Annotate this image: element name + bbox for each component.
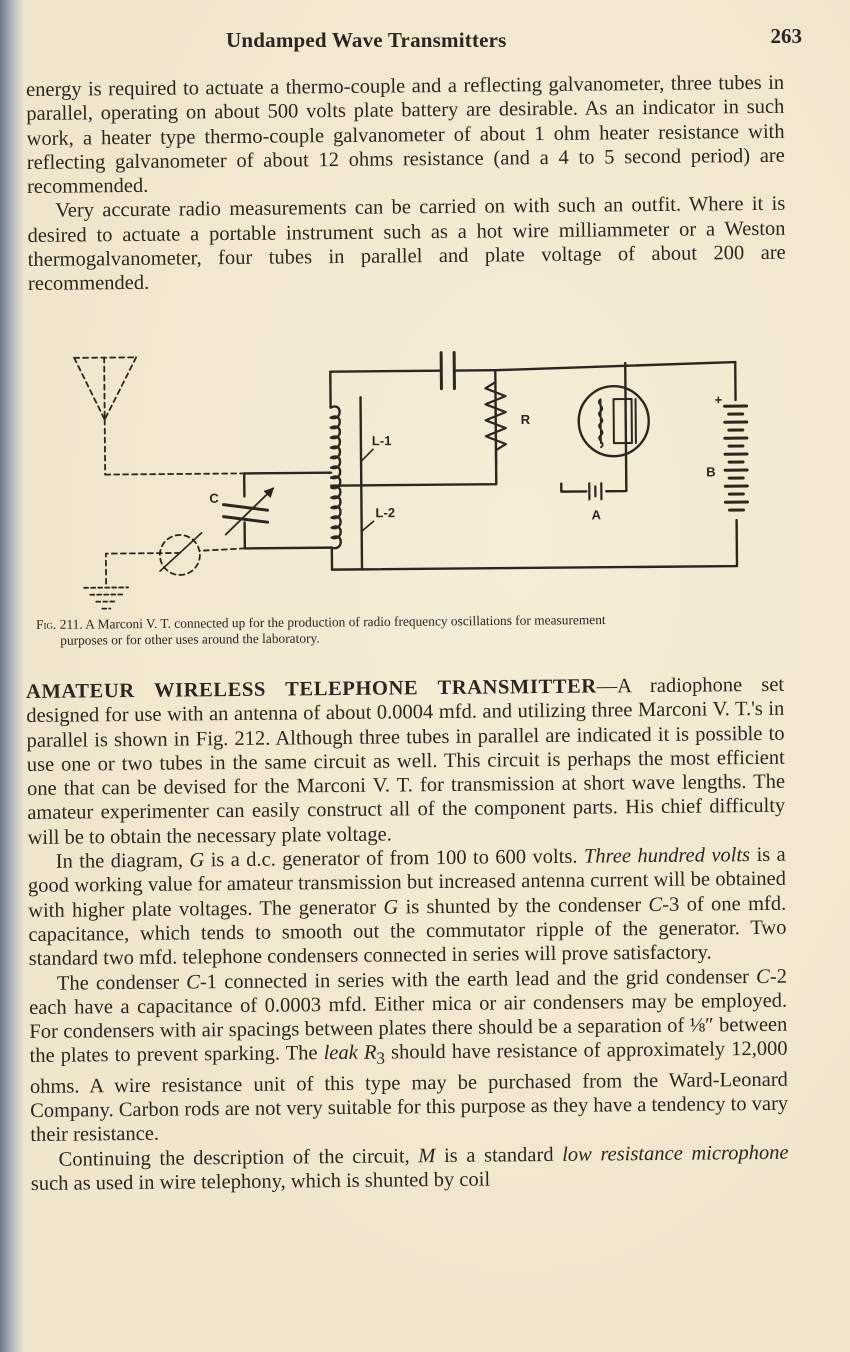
meter-needle xyxy=(159,531,203,572)
coil-l1-pointer xyxy=(360,448,374,463)
symbol-m: M xyxy=(418,1144,436,1167)
coil-l1-symbol xyxy=(329,405,342,480)
text-run: such as used in wire telephony, which is… xyxy=(30,1168,491,1196)
figure-caption: Fig. 211. A Marconi V. T. connected up f… xyxy=(36,610,806,649)
circuit-wires xyxy=(242,360,739,571)
emphasis-text: low resistance microphone xyxy=(562,1141,789,1166)
text-run: is shunted by the condenser xyxy=(398,893,649,919)
antenna-symbol xyxy=(73,356,246,476)
book-spine-shadow xyxy=(0,0,24,1352)
vacuum-tube-symbol xyxy=(577,384,650,458)
label-l2: L-2 xyxy=(375,505,395,520)
emphasis-text: leak xyxy=(323,1042,358,1065)
variable-condenser-symbol xyxy=(221,487,275,536)
resistor-symbol xyxy=(484,381,508,466)
text-run: is a standard xyxy=(435,1143,563,1167)
text-run: Continuing the description of the circui… xyxy=(58,1144,419,1171)
page-background xyxy=(24,0,850,1352)
circuit-diagram: C L-1 L-2 R A B + xyxy=(73,351,749,610)
figure-number: Fig. 211. xyxy=(36,616,83,632)
amateur-paragraph-2: In the diagram, G is a d.c. generator of… xyxy=(28,843,787,972)
filament-battery-a-symbol xyxy=(588,482,603,501)
ground-symbol xyxy=(83,586,130,610)
symbol-r: R xyxy=(363,1042,377,1065)
coil-l2-pointer xyxy=(360,520,375,533)
grid-condenser-symbol xyxy=(439,351,456,391)
text-run: The condenser xyxy=(56,971,187,995)
page-number: 263 xyxy=(770,24,803,48)
amateur-section: AMATEUR WIRELESS TELEPHONE TRANSMITTER—A… xyxy=(26,673,789,1197)
symbol-g: G xyxy=(383,896,399,919)
ground-lead-dashed xyxy=(104,534,246,587)
text-run: In the diagram, xyxy=(55,849,190,873)
running-title: Undamped Wave Transmitters xyxy=(226,28,507,52)
intro-paragraph-2: Very accurate radio measurements can be … xyxy=(27,193,786,296)
coil-l2-symbol xyxy=(330,475,342,550)
page-header: Undamped Wave Transmitters 263 xyxy=(30,24,802,58)
symbol-c: C xyxy=(756,965,770,988)
label-r: R xyxy=(521,412,531,427)
symbol-c: C xyxy=(186,970,201,994)
symbol-c: C xyxy=(648,893,663,916)
label-a: A xyxy=(591,507,601,522)
label-c: C xyxy=(209,491,219,506)
emphasis-text: Three hundred volts xyxy=(583,844,751,868)
amateur-paragraph-1: AMATEUR WIRELESS TELEPHONE TRANSMITTER—A… xyxy=(26,673,786,850)
intro-paragraph-1: energy is required to actuate a thermo-c… xyxy=(26,71,785,199)
label-b: B xyxy=(706,464,716,479)
plate-battery-b-symbol xyxy=(723,404,749,512)
symbol-g: G xyxy=(189,849,205,872)
amateur-paragraph-3: The condenser C-1 connected in series wi… xyxy=(29,964,789,1147)
text-run: -1 connected in series with the earth le… xyxy=(199,965,757,993)
caption-line-1: A Marconi V. T. connected up for the pro… xyxy=(85,612,606,632)
section-heading: AMATEUR WIRELESS TELEPHONE TRANSMITTER xyxy=(26,675,597,703)
intro-text: energy is required to actuate a thermo-c… xyxy=(26,71,786,297)
amateur-paragraph-4: Continuing the description of the circui… xyxy=(30,1140,789,1196)
text-run: is a d.c. generator of from 100 to 600 v… xyxy=(204,845,585,872)
label-l1: L-1 xyxy=(372,433,392,448)
label-plus: + xyxy=(714,392,722,407)
